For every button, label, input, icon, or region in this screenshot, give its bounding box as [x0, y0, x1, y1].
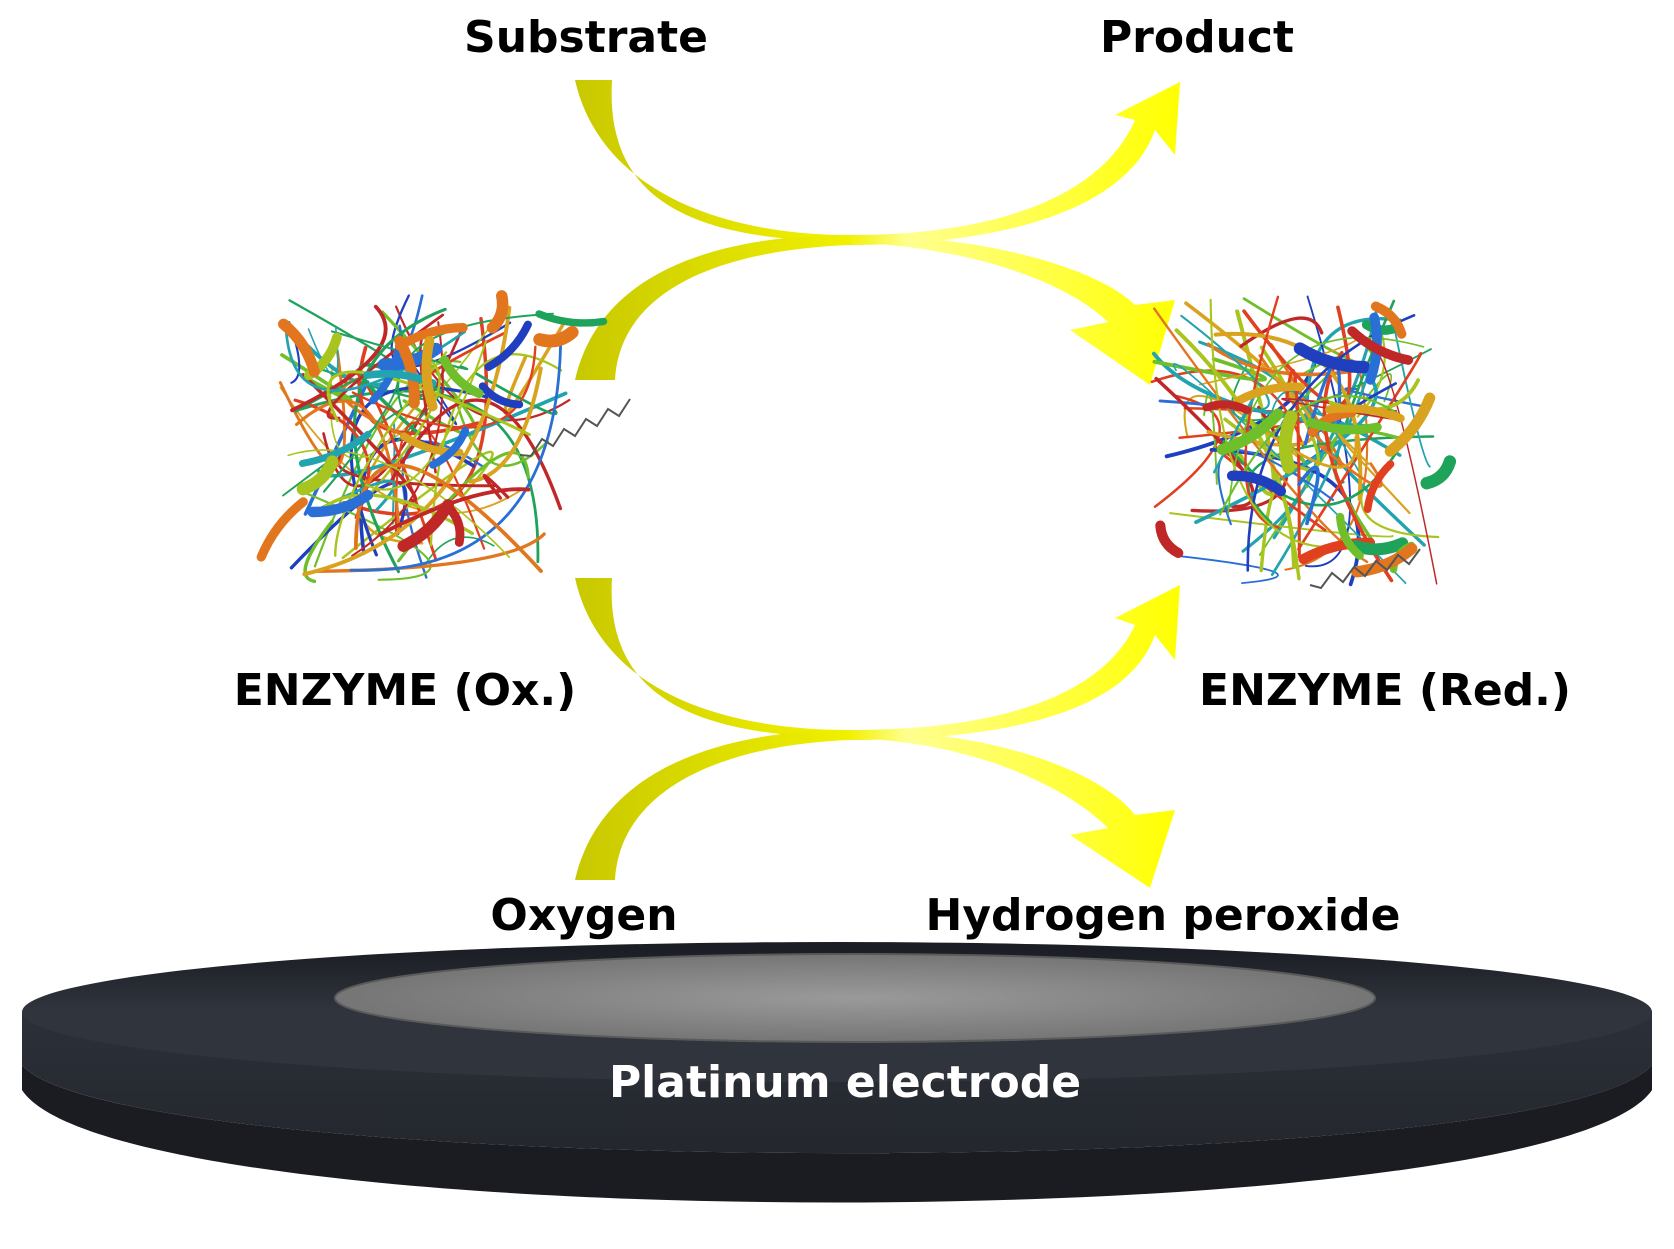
ribbon-helix — [298, 430, 372, 467]
ribbon-loop — [394, 421, 486, 550]
ribbon-loop — [290, 304, 388, 413]
ribbon-helix — [278, 318, 320, 378]
ribbon-helix — [1226, 470, 1287, 497]
label-substrate: Substrate — [464, 12, 708, 63]
ribbon-helix — [478, 382, 524, 409]
ribbon-helix — [307, 489, 374, 518]
ribbon-helix — [1155, 520, 1184, 558]
ribbon-loop — [320, 493, 474, 536]
ribbon-loop — [429, 353, 563, 547]
label-product: Product — [1100, 12, 1294, 63]
ribbon-loop — [351, 345, 537, 429]
ribbon-helix — [421, 336, 438, 412]
ribbon-helix — [397, 499, 454, 552]
ribbon-loop — [1267, 390, 1360, 473]
ribbon-helix — [1370, 301, 1407, 339]
label-hydrogen-peroxide: Hydrogen peroxide — [926, 890, 1401, 941]
ribbon-loop — [1297, 465, 1320, 526]
glycan-chain — [1309, 548, 1421, 590]
ribbon-helix — [439, 355, 484, 399]
ribbon-loop — [1152, 357, 1267, 382]
upper-reaction-arrows — [575, 80, 1180, 385]
ribbon-loop — [334, 351, 448, 557]
ribbon-helix — [1306, 418, 1382, 435]
ribbon-loop — [279, 386, 523, 515]
ribbon-loop — [303, 519, 334, 584]
ribbon-helix — [1233, 382, 1306, 406]
ribbon-helix — [1216, 408, 1284, 456]
ribbon-helix — [1307, 407, 1357, 437]
label-enzyme-ox: ENZYME (Ox.) — [234, 665, 577, 716]
ribbon-loop — [349, 332, 563, 572]
ribbon-loop — [364, 340, 488, 491]
ribbon-helix — [256, 497, 308, 562]
label-oxygen: Oxygen — [490, 890, 677, 941]
ribbon-helix — [296, 455, 339, 496]
ribbon-loop — [301, 490, 432, 581]
ribbon-loop — [1203, 392, 1218, 485]
ribbon-loop — [1169, 512, 1394, 538]
ribbon-helix — [1347, 326, 1414, 365]
ribbon-helix — [1293, 342, 1371, 374]
ribbon-loop — [1305, 317, 1402, 406]
ribbon-loop — [336, 448, 497, 488]
ribbon-helix — [428, 426, 470, 469]
ribbon-loop — [341, 450, 494, 560]
ribbon-loop — [1239, 316, 1324, 348]
ribbon-helix — [535, 310, 608, 327]
ribbon-helix — [1350, 537, 1409, 556]
arrow-oxygen-to-enzyme-red — [575, 585, 1180, 880]
ribbon-helix — [1202, 400, 1252, 415]
ribbon-loop — [287, 449, 511, 558]
ribbon-helix — [1363, 460, 1395, 514]
ribbon-helix — [484, 320, 532, 371]
enzyme-red-structure-icon — [1150, 295, 1457, 590]
lower-reaction-arrows — [575, 578, 1180, 888]
ribbon-helix — [1335, 512, 1364, 560]
ribbon-helix — [1325, 404, 1405, 423]
ribbon-loop — [353, 463, 543, 573]
electrode-platinum-disc — [334, 953, 1376, 1043]
glycan-chain — [519, 398, 631, 458]
ribbon-loop — [468, 366, 543, 484]
ribbon-helix — [444, 503, 465, 547]
label-platinum-electrode: Platinum electrode — [609, 1057, 1081, 1108]
ribbon-loop — [1297, 352, 1423, 551]
ribbon-helix — [1278, 410, 1298, 474]
ribbon-helix — [1384, 392, 1436, 457]
ribbon-helix — [394, 322, 468, 351]
arrow-substrate-to-enzyme-red — [575, 80, 1175, 385]
ribbon-loop — [378, 487, 531, 537]
label-enzyme-red: ENZYME (Red.) — [1199, 665, 1571, 716]
ribbon-helix — [486, 290, 509, 334]
platinum-electrode — [22, 942, 1652, 1203]
ribbon-helix — [1420, 455, 1457, 490]
ribbon-helix — [1351, 542, 1418, 578]
ribbon-loop — [1244, 295, 1280, 529]
ribbon-loop — [301, 373, 418, 503]
enzyme-ox-structure-icon — [256, 290, 631, 584]
ribbon-loop — [329, 319, 496, 459]
ribbon-loop — [326, 370, 531, 437]
ribbon-helix — [533, 325, 579, 348]
